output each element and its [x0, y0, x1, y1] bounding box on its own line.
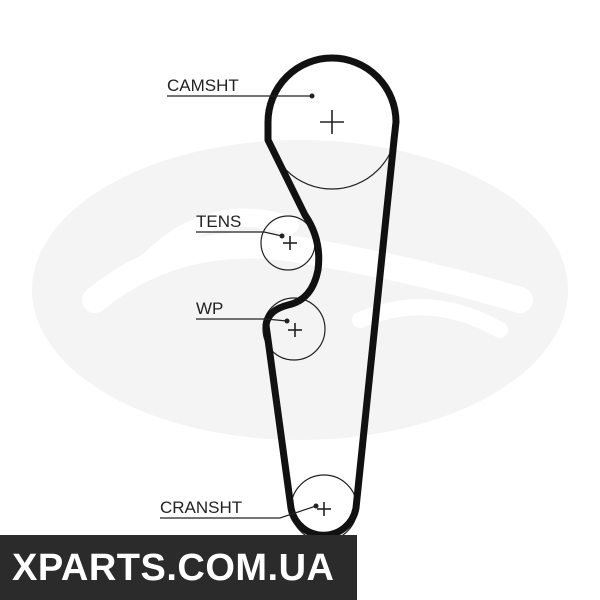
tensioner-center-mark: [283, 236, 297, 250]
water-pump-pulley: [262, 297, 326, 361]
timing-belt: [262, 54, 400, 539]
water-pump-center-mark: [288, 323, 302, 337]
tensioner-leader: [196, 231, 285, 239]
background-logo-watermark: [32, 140, 568, 440]
crankshaft-label: CRANSHT: [160, 498, 242, 517]
tensioner-label: TENS: [196, 212, 241, 231]
crankshaft-leader: [160, 503, 319, 519]
watermark-banner: XPARTS.COM.UA: [0, 535, 357, 600]
watermark-text: XPARTS.COM.UA: [12, 547, 335, 589]
water-pump-leader: [196, 318, 290, 324]
crankshaft-center-mark: [317, 502, 331, 516]
camshaft-label: CAMSHT: [167, 76, 239, 95]
camshaft-leader: [167, 93, 315, 99]
camshaft-center-mark: [320, 110, 344, 134]
water-pump-label: WP: [196, 299, 223, 318]
